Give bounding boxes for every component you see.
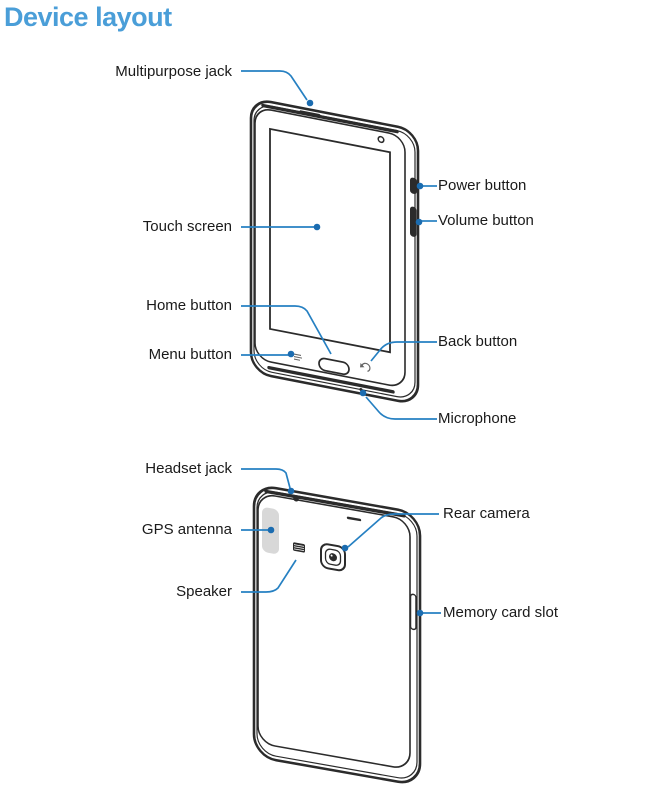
label-back-button: Back button (438, 333, 518, 350)
label-speaker: Speaker (176, 583, 232, 600)
callout-line-headset-jack (241, 468, 291, 489)
back-device-illustration (252, 486, 422, 784)
callout-line-home-button (241, 305, 332, 355)
front-top-edge-band (261, 103, 399, 134)
callout-dot-multipurpose-jack (306, 99, 314, 107)
label-gps-antenna: GPS antenna (141, 521, 232, 538)
label-menu-button: Menu button (148, 346, 232, 363)
label-touch-screen: Touch screen (142, 218, 232, 235)
front-device-illustration (249, 100, 420, 403)
headset-jack-hole (293, 495, 299, 502)
callout-dot-rear-camera (341, 544, 349, 552)
callout-dot-touch-screen (313, 223, 321, 231)
top-edge-slot (346, 516, 362, 522)
label-home-button: Home button (146, 297, 232, 314)
label-rear-camera: Rear camera (443, 505, 530, 522)
touch-screen-area (269, 127, 391, 354)
label-microphone: Microphone (438, 410, 517, 427)
callout-line-speaker (241, 559, 297, 593)
back-top-edge-band (264, 489, 406, 518)
callout-line-microphone (365, 396, 437, 420)
callout-line-back-button (370, 341, 437, 362)
label-headset-jack: Headset jack (145, 460, 232, 477)
memory-card-slot-shape (409, 593, 417, 631)
rear-camera-icon (320, 543, 346, 572)
front-bottom-edge-band (267, 365, 395, 394)
volume-button-shape (410, 206, 417, 237)
speaker-icon (293, 542, 305, 553)
menu-button-icon (294, 353, 302, 361)
callout-dot-volume-button (415, 218, 423, 226)
back-button-icon (360, 362, 371, 372)
home-button-shape (318, 357, 350, 376)
label-volume-button: Volume button (438, 212, 534, 229)
back-face-outline (257, 494, 411, 768)
label-multipurpose-jack: Multipurpose jack (115, 63, 232, 80)
callout-dot-microphone (359, 389, 367, 397)
front-camera-icon (377, 135, 385, 144)
callout-lines (241, 70, 441, 617)
callout-dot-power-button (416, 182, 424, 190)
callout-line-rear-camera (347, 513, 439, 548)
callout-dot-menu-button (287, 350, 295, 358)
callout-line-multipurpose-jack (241, 70, 308, 101)
power-button-shape (410, 177, 417, 194)
page-title: Device layout (4, 2, 172, 32)
callout-dot-headset-jack (287, 487, 295, 495)
callout-dot-memory-card-slot (416, 609, 424, 617)
callout-dot-gps-antenna (267, 526, 275, 534)
label-memory-card-slot: Memory card slot (443, 604, 559, 621)
multipurpose-jack-slot (299, 110, 321, 118)
label-power-button: Power button (438, 177, 527, 194)
